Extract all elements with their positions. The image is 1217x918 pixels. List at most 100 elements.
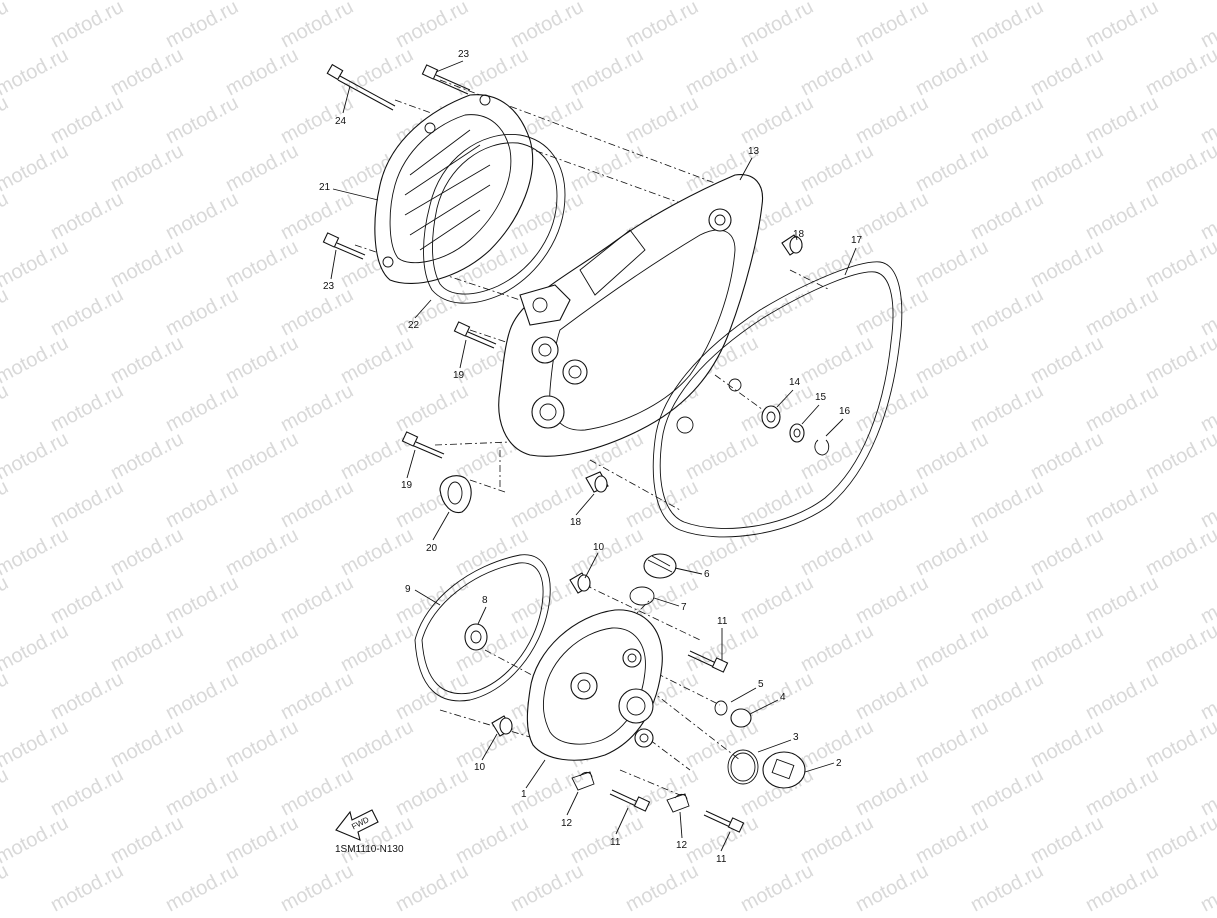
watermark-text: motod.ru — [682, 44, 762, 100]
watermark-text: motod.ru — [47, 284, 127, 340]
leader-line — [844, 247, 857, 276]
watermark-text: motod.ru — [452, 812, 532, 868]
part-6-cap — [643, 553, 677, 579]
watermark-text: motod.ru — [737, 92, 817, 148]
leader-line — [749, 699, 779, 715]
watermark-text: motod.ru — [797, 524, 877, 580]
watermark-text: motod.ru — [107, 44, 187, 100]
callout-number: 6 — [704, 569, 710, 580]
watermark-text: motod.ru — [0, 620, 72, 676]
callout-number: 19 — [401, 480, 413, 491]
watermark-text: motod.ru — [1027, 524, 1107, 580]
callout-19: 19 — [401, 449, 416, 491]
callout-13: 13 — [739, 146, 760, 181]
part-19-bolt-lower — [401, 431, 445, 459]
watermark-text: motod.ru — [852, 572, 932, 628]
callout-19: 19 — [453, 339, 467, 381]
watermark-text: motod.ru — [222, 140, 302, 196]
watermark-text: motod.ru — [107, 620, 187, 676]
watermark-text: motod.ru — [567, 140, 647, 196]
watermark-text: motod.ru — [47, 380, 127, 436]
part-11-bolt-c — [703, 810, 745, 833]
diagram-code: 1SM1110-N130 — [335, 844, 404, 855]
watermark-text: motod.ru — [107, 332, 187, 388]
callout-11: 11 — [610, 807, 629, 848]
watermark-text: motod.ru — [162, 92, 242, 148]
watermark-text: motod.ru — [47, 188, 127, 244]
leader-line — [804, 762, 835, 773]
watermark-text: motod.ru — [912, 524, 992, 580]
callout-number: 20 — [426, 543, 438, 554]
callout-21: 21 — [319, 182, 379, 201]
callout-layer: 1234567891010111111121213141516171818191… — [319, 49, 863, 865]
watermark-text: motod.ru — [567, 524, 647, 580]
watermark-text: motod.ru — [1027, 620, 1107, 676]
watermark-text: motod.ru — [1027, 44, 1107, 100]
watermark-text: motod.ru — [162, 284, 242, 340]
leader-line — [757, 739, 792, 753]
watermark-text: motod.ru — [737, 860, 817, 913]
watermark-text: motod.ru — [47, 572, 127, 628]
leader-line — [575, 493, 595, 516]
watermark-text: motod.ru — [1142, 140, 1217, 196]
watermark-text: motod.ru — [0, 764, 12, 820]
watermark-text: motod.ru — [967, 476, 1047, 532]
watermark-text: motod.ru — [1082, 860, 1162, 913]
leader-line — [332, 188, 379, 201]
part-20-clamp — [439, 475, 472, 514]
watermark-text: motod.ru — [1142, 812, 1217, 868]
watermark-text: motod.ru — [107, 524, 187, 580]
watermark-text: motod.ru — [1082, 764, 1162, 820]
callout-23: 23 — [323, 249, 337, 292]
callout-number: 18 — [793, 229, 805, 240]
callout-number: 23 — [323, 281, 335, 292]
watermark-text: motod.ru — [1197, 476, 1217, 532]
watermark-text: motod.ru — [107, 236, 187, 292]
callout-8: 8 — [477, 595, 488, 625]
watermark-text: motod.ru — [107, 812, 187, 868]
callout-number: 4 — [780, 692, 786, 703]
watermark-text: motod.ru — [0, 140, 72, 196]
watermark-text: motod.ru — [1197, 668, 1217, 724]
watermark-text: motod.ru — [0, 812, 72, 868]
watermark-text: motod.ru — [1027, 428, 1107, 484]
part-3-o-ring — [727, 749, 759, 785]
watermark-text: motod.ru — [797, 620, 877, 676]
callout-number: 19 — [453, 370, 465, 381]
leader-line — [414, 589, 441, 606]
callout-5: 5 — [730, 679, 764, 703]
watermark-text: motod.ru — [1197, 572, 1217, 628]
watermark-text: motod.ru — [222, 332, 302, 388]
watermark-text: motod.ru — [277, 668, 357, 724]
watermark-text: motod.ru — [797, 428, 877, 484]
callout-number: 23 — [458, 49, 470, 60]
leader-line — [674, 567, 703, 575]
callout-number: 22 — [408, 320, 420, 331]
part-23-bolt-lower — [322, 232, 366, 260]
watermark-text: motod.ru — [277, 860, 357, 913]
part-21-clutch-cover — [374, 94, 534, 284]
part-12-clamp-b — [666, 793, 690, 813]
callout-18: 18 — [570, 493, 595, 528]
leader-line — [720, 831, 731, 852]
watermark-text: motod.ru — [222, 620, 302, 676]
watermark-text: motod.ru — [0, 0, 72, 4]
watermark-text: motod.ru — [277, 380, 357, 436]
watermark-text: motod.ru — [0, 44, 72, 100]
watermark-text: motod.ru — [912, 620, 992, 676]
watermark-text: motod.ru — [1027, 236, 1107, 292]
watermark-text: motod.ru — [277, 764, 357, 820]
callout-12: 12 — [676, 811, 688, 851]
callout-3: 3 — [757, 732, 799, 753]
watermark-text: motod.ru — [0, 668, 12, 724]
callout-16: 16 — [825, 406, 851, 437]
watermark-text: motod.ru — [622, 92, 702, 148]
callout-number: 3 — [793, 732, 799, 743]
watermark-text: motod.ru — [1197, 380, 1217, 436]
part-17-gasket — [652, 261, 903, 538]
part-13-crankcase-cover — [498, 174, 764, 457]
watermark-text: motod.ru — [337, 524, 417, 580]
watermark-text: motod.ru — [47, 92, 127, 148]
